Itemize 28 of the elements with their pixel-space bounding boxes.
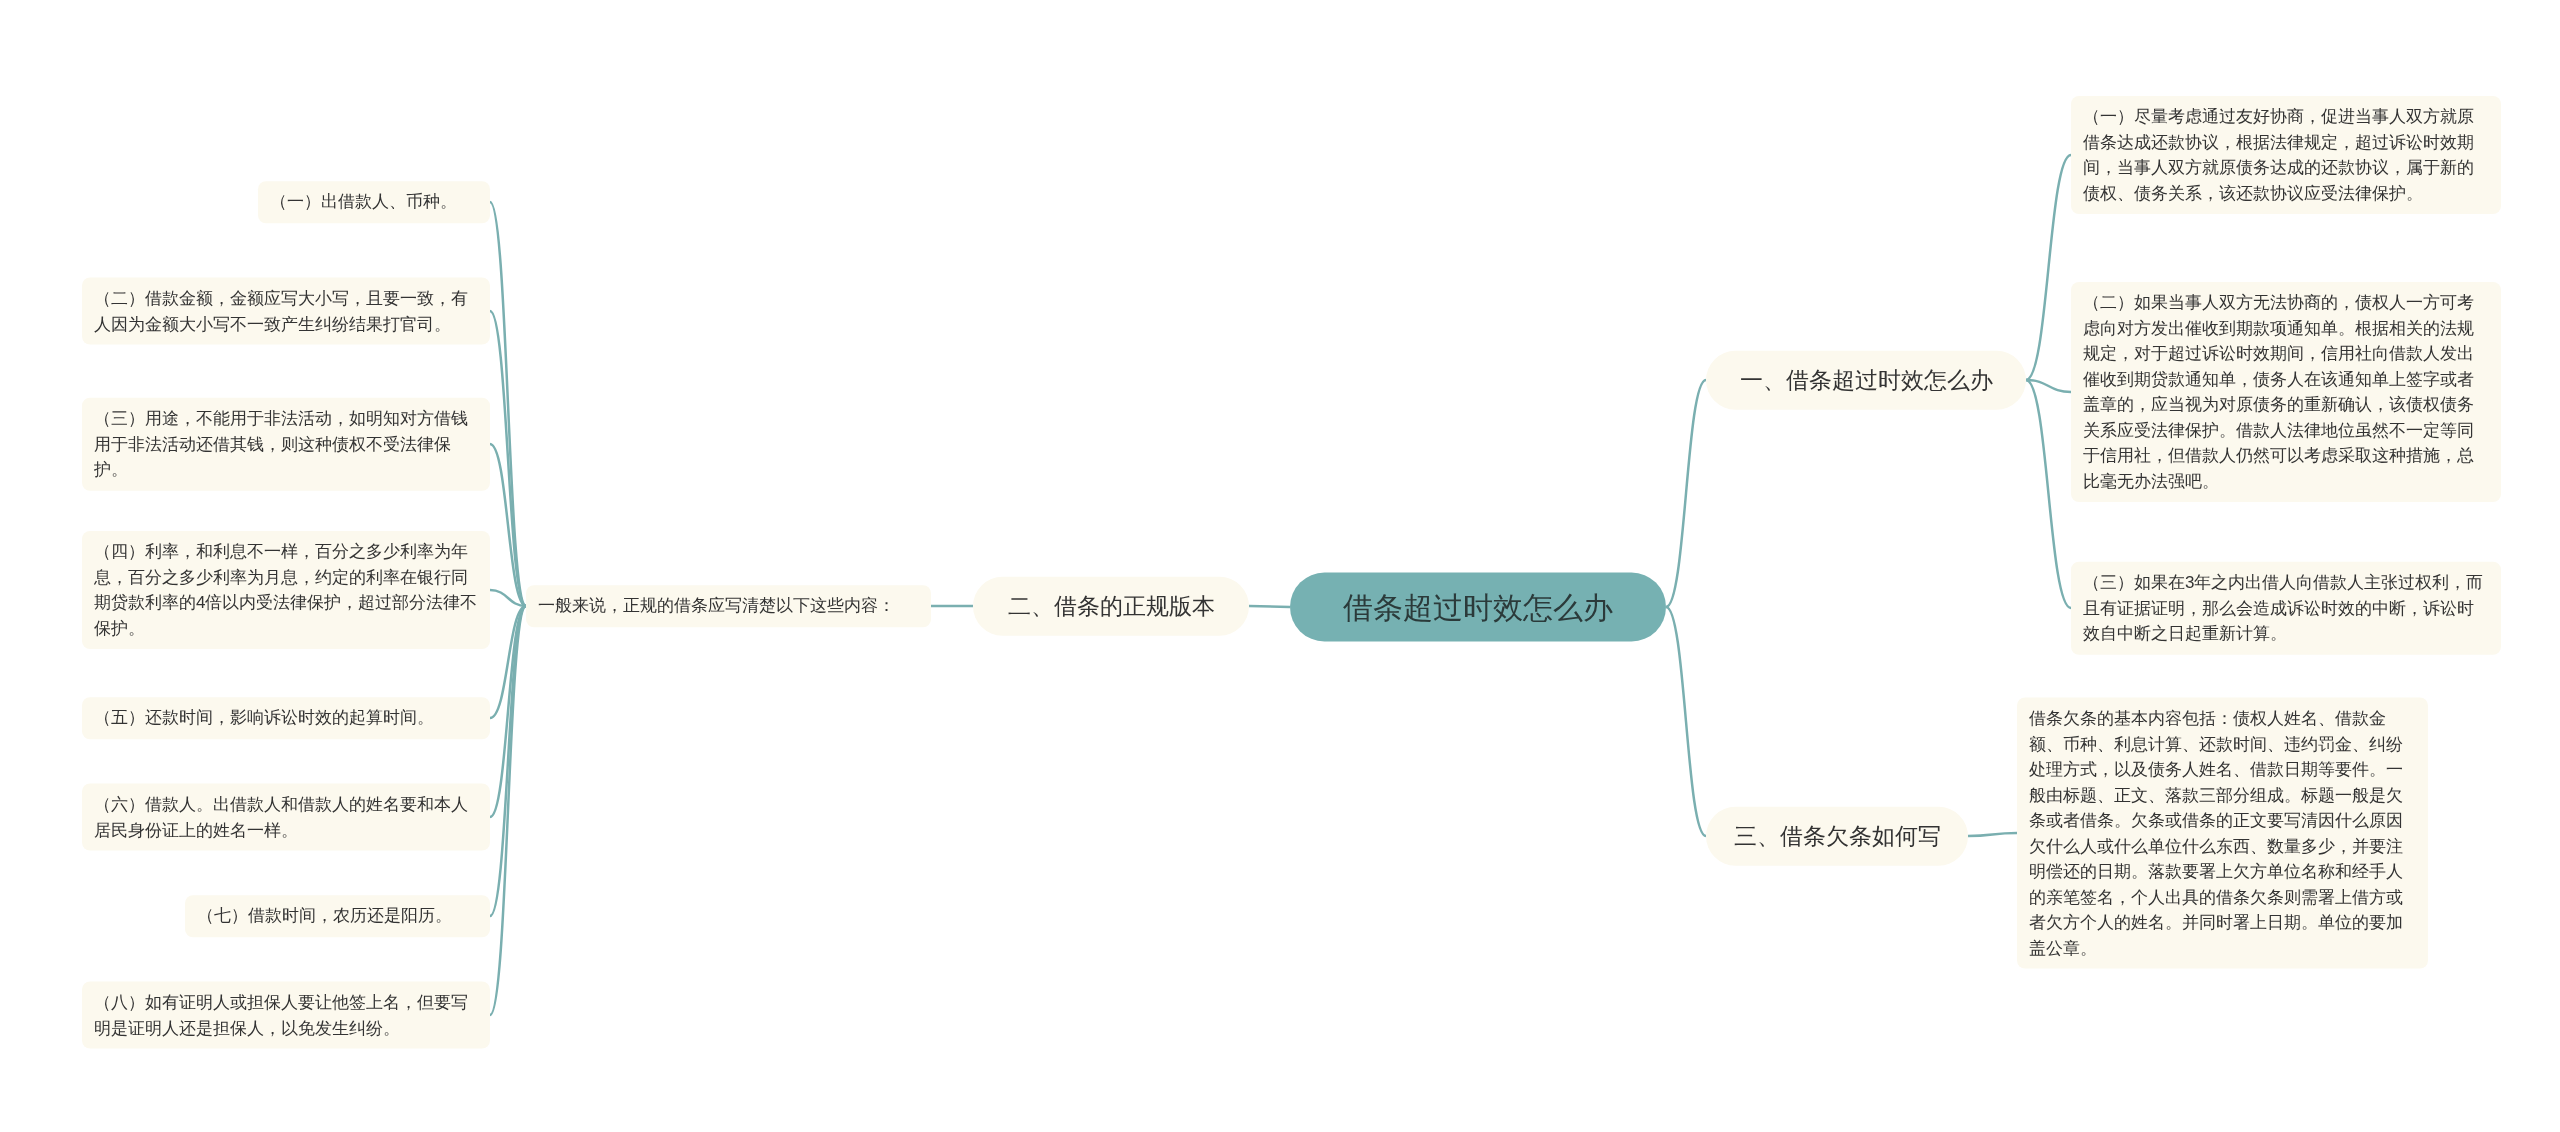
text-card: （八）如有证明人或担保人要让他签上名，但要写明是证明人还是担保人，以免发生纠纷。 [82, 981, 490, 1049]
connector-line [488, 201, 528, 607]
text-card: （三）用途，不能用于非法活动，如明知对方借钱用于非法活动还借其钱，则这种债权不受法律保护。 [82, 397, 490, 491]
connector-line [2025, 154, 2072, 381]
text-card: 借条欠条的基本内容包括：债权人姓名、借款金额、币种、利息计算、还款时间、违约罚金、纠纷处理方式，以及债务人姓名、借款日期等要件。一般由标题、正文、落款三部分组成。标题一般是欠条或者借条。欠条或借条的正文要写清因什么原因欠什么人或什么单位什么东西、数量多少，并要注明偿还的日期。落款要署上欠方单位名称和经手人的亲笔签名，个人出具的借条欠条则需署上借方或者欠方个人的姓名。并同时署上日期。单位的要加盖公章。 [2017, 697, 2428, 969]
connector-line [1665, 606, 1707, 837]
text-card: （一）出借款人、币种。 [258, 181, 490, 223]
text-card: （三）如果在3年之内出借人向借款人主张过权利，而且有证据证明，那么会造成诉讼时效的中断，诉讼时效自中断之日起重新计算。 [2071, 561, 2501, 655]
text-card: （二）借款金额，金额应写大小写，且要一致，有人因为金额大小写不一致产生纠纷结果打官司。 [82, 277, 490, 345]
branch-topic: 一、借条超过时效怎么办 [1706, 350, 2026, 410]
connector-line [1968, 831, 2017, 838]
branch-topic: 二、借条的正规版本 [973, 576, 1249, 636]
root-topic: 借条超过时效怎么办 [1290, 572, 1666, 642]
connector-line [931, 604, 973, 608]
text-card: 一般来说，正规的借条应写清楚以下这些内容： [526, 585, 931, 627]
connector-line [2025, 379, 2072, 609]
text-card: （四）利率，和利息不一样，百分之多少利率为年息，百分之多少利率为月息，约定的利率在银行同期贷款利率的4倍以内受法律保护，超过部分法律不保护。 [82, 531, 490, 649]
connector-line [488, 605, 528, 917]
connector-line [488, 605, 528, 1016]
text-card: （一）尽量考虑通过友好协商，促进当事人双方就原借条达成还款协议，根据法律规定，超过诉讼时效期间，当事人双方就原债务达成的还款协议，属于新的债权、债务关系，该还款协议应受法律保护。 [2071, 96, 2501, 214]
text-card: （五）还款时间，影响诉讼时效的起算时间。 [82, 697, 490, 739]
connector-line [1665, 379, 1707, 608]
text-card: （七）借款时间，农历还是阳历。 [185, 895, 490, 937]
text-card: （六）借款人。出借款人和借款人的姓名要和本人居民身份证上的姓名一样。 [82, 783, 490, 851]
text-card: （二）如果当事人双方无法协商的，债权人一方可考虑向对方发出催收到期款项通知单。根据相关的法规规定，对于超过诉讼时效期间，信用社向借款人发出催收到期贷款通知单，债务人在该通知单上签字或者盖章的，应当视为对原债务的重新确认，该债权债务关系应受法律保护。借款人法律地位虽然不一定等同于信用社，但借款人仍然可以考虑采取这种措施，总比毫无办法强吧。 [2071, 282, 2501, 502]
branch-topic: 三、借条欠条如何写 [1706, 806, 1968, 866]
connector-line [1248, 604, 1291, 609]
connector-line [489, 310, 527, 607]
